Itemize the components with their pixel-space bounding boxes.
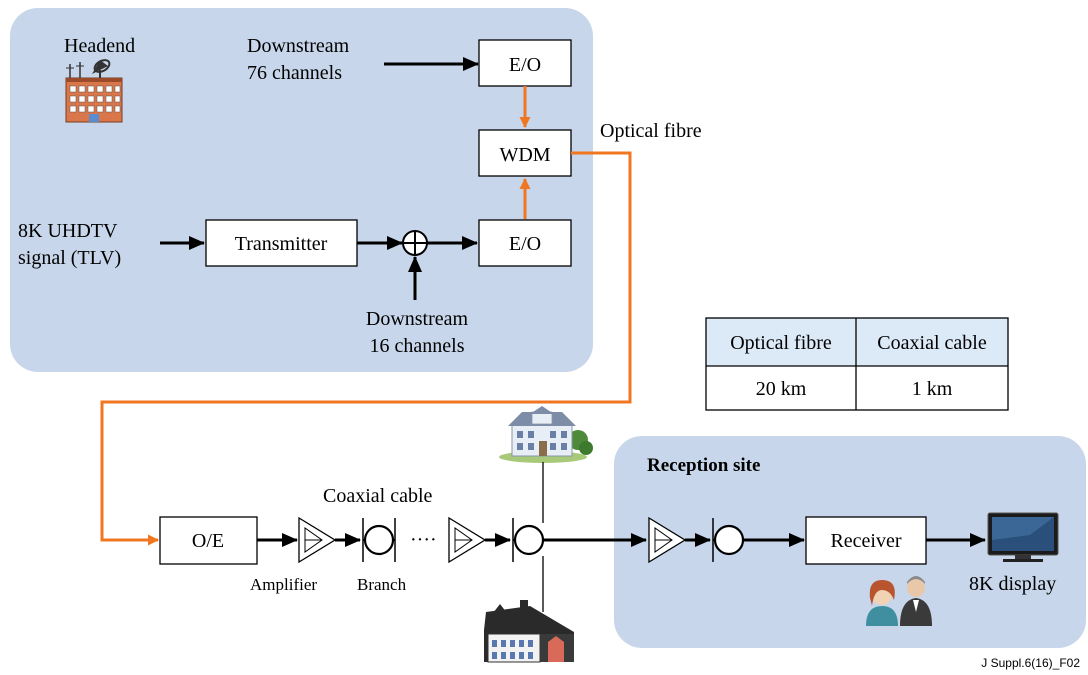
amplifier-1 — [298, 516, 337, 564]
downstream-76-label-1: Downstream — [247, 35, 350, 57]
house-bottom-icon — [484, 600, 574, 663]
branch-2 — [512, 518, 545, 562]
table-value-coax: 1 km — [912, 378, 953, 400]
signal-label-1: 8K UHDTV — [18, 220, 118, 242]
amplifier-3 — [648, 516, 687, 564]
distance-table — [705, 317, 1009, 411]
house-top-icon — [499, 406, 593, 463]
eo-top-box — [478, 39, 572, 87]
optical-fibre-path — [100, 151, 632, 546]
table-header-coax: Coaxial cable — [877, 332, 987, 354]
eo-bottom-box — [478, 219, 572, 267]
receiver-label: Receiver — [830, 530, 901, 552]
amplifier-label: Amplifier — [250, 575, 317, 594]
transmitter-label: Transmitter — [235, 233, 328, 255]
optical-fibre-label: Optical fibre — [600, 120, 702, 142]
table-header-fibre: Optical fibre — [730, 332, 832, 354]
adder-symbol — [402, 230, 428, 256]
branch-label: Branch — [357, 575, 407, 594]
display-label: 8K display — [969, 573, 1056, 595]
coaxial-cable-label: Coaxial cable — [323, 485, 433, 507]
signal-label-2: signal (TLV) — [18, 247, 121, 269]
figure-id: J Suppl.6(16)_F02 — [981, 656, 1080, 670]
eo-bottom-label: E/O — [509, 233, 541, 255]
branch-1 — [362, 518, 396, 562]
table-value-fibre: 20 km — [756, 378, 807, 400]
amplifier-2 — [448, 516, 487, 564]
transmitter-box — [205, 219, 358, 267]
headend-label: Headend — [64, 35, 135, 57]
headend-building-icon — [65, 59, 123, 123]
receiver-box — [805, 516, 927, 565]
downstream-16-label-2: 16 channels — [370, 335, 465, 357]
viewers-icon — [866, 576, 932, 626]
wdm-label: WDM — [499, 144, 550, 166]
downstream-16-label-1: Downstream — [366, 308, 469, 330]
oe-label: O/E — [192, 530, 224, 552]
display-icon — [987, 512, 1059, 562]
reception-title: Reception site — [647, 455, 760, 476]
eo-top-label: E/O — [509, 54, 541, 76]
headend-panel — [10, 8, 593, 372]
wdm-box — [478, 129, 572, 177]
ellipsis-label: ···· — [410, 529, 437, 551]
downstream-76-label-2: 76 channels — [247, 62, 342, 84]
